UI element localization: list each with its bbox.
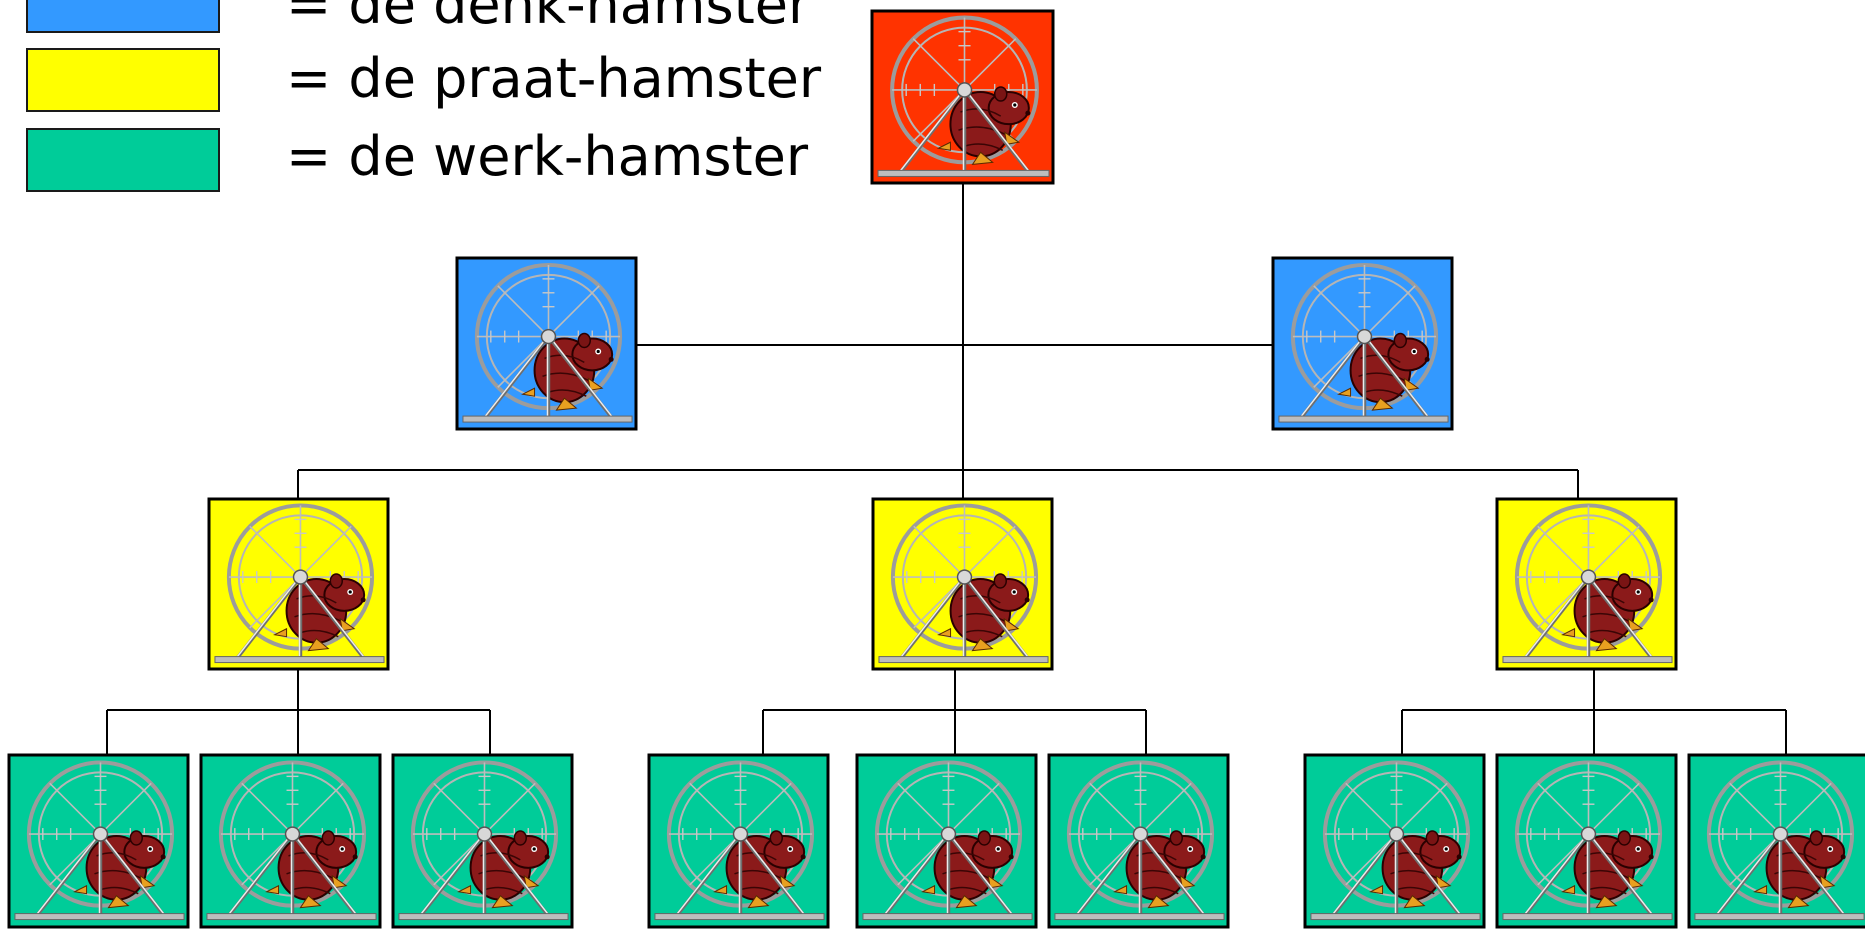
legend-swatch-werk [26, 128, 220, 192]
connector-lines [106, 184, 1787, 754]
legend-swatch-praat [26, 48, 220, 112]
legend-label-praat: = de praat-hamster [286, 47, 822, 110]
denk-hamster-node-left [455, 256, 638, 431]
legend-label-denk: = de denk-hamster [286, 0, 811, 36]
praat-hamster-node-right [1495, 497, 1678, 671]
denk-hamster-node-right [1271, 256, 1454, 431]
top-hamster-node [870, 9, 1055, 185]
legend-label-werk: = de werk-hamster [286, 125, 809, 188]
legend-swatch-denk [26, 0, 220, 33]
praat-hamster-node-center [871, 497, 1054, 671]
praat-hamster-node-left [207, 497, 390, 671]
